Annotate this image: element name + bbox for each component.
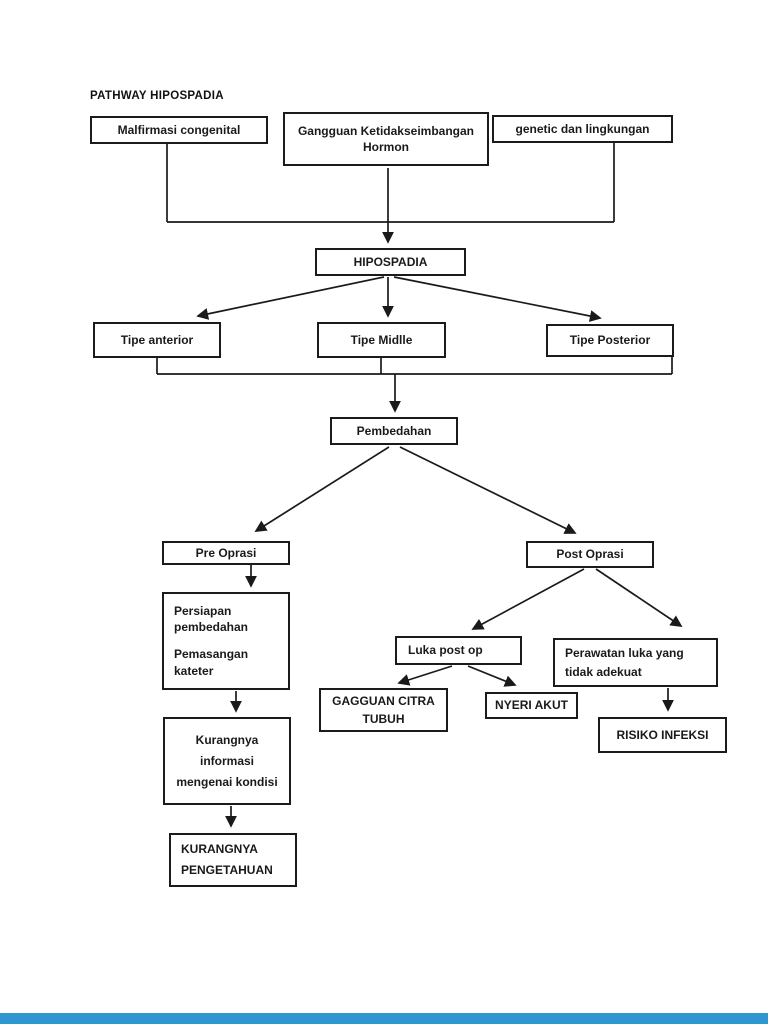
node-gagguan-citra-tubuh: GAGGUAN CITRA TUBUH xyxy=(319,688,448,732)
node-label: Tipe Posterior xyxy=(569,333,651,348)
node-label: Pre Oprasi xyxy=(195,545,257,560)
node-label: genetic dan lingkungan xyxy=(515,121,650,136)
node-malfirmasi-congenital: Malfirmasi congenital xyxy=(90,116,268,144)
node-nyeri-akut: NYERI AKUT xyxy=(485,692,578,719)
arrow-hipospadia-to-anterior xyxy=(196,276,385,320)
node-luka-post-op: Luka post op xyxy=(395,636,522,665)
node-label: Pembedahan xyxy=(356,423,432,438)
footer-bar xyxy=(0,1013,768,1024)
node-label: Tipe Midlle xyxy=(350,332,413,347)
node-label: Kurangnya informasi mengenai kondisi xyxy=(176,732,278,789)
node-tipe-midlle: Tipe Midlle xyxy=(317,322,446,358)
node-tipe-anterior: Tipe anterior xyxy=(93,322,221,358)
node-label: Post Oprasi xyxy=(556,547,624,562)
node-hipospadia: HIPOSPADIA xyxy=(315,248,466,276)
page-title: PATHWAY HIPOSPADIA xyxy=(90,90,224,102)
node-pembedahan: Pembedahan xyxy=(330,417,458,445)
node-label: GAGGUAN CITRA TUBUH xyxy=(332,694,435,726)
arrow-post-to-perawatan xyxy=(595,568,683,627)
node-pre-oprasi: Pre Oprasi xyxy=(162,541,290,565)
node-label: Perawatan luka yang tidak adekuat xyxy=(565,645,684,679)
node-genetic-lingkungan: genetic dan lingkungan xyxy=(492,115,673,143)
arrow-luka-to-nyeri xyxy=(467,665,517,687)
node-gangguan-hormon: Gangguan Ketidakseimbangan Hormon xyxy=(283,112,489,166)
node-label: KURANGNYA PENGETAHUAN xyxy=(181,842,273,877)
node-label: HIPOSPADIA xyxy=(353,254,428,269)
node-label: Gangguan Ketidakseimbangan Hormon xyxy=(297,123,475,154)
node-post-oprasi: Post Oprasi xyxy=(526,541,654,568)
arrow-post-to-luka xyxy=(471,568,585,630)
node-label: Tipe anterior xyxy=(120,332,194,347)
node-label: NYERI AKUT xyxy=(495,698,568,713)
arrow-pembedahan-to-post xyxy=(399,446,577,534)
node-tipe-posterior: Tipe Posterior xyxy=(546,324,674,357)
node-label-line2: Pemasangan kateter xyxy=(174,647,249,678)
node-kurangnya-pengetahuan: KURANGNYA PENGETAHUAN xyxy=(169,833,297,887)
node-kurangnya-informasi: Kurangnya informasi mengenai kondisi xyxy=(163,717,291,805)
arrow-hipospadia-to-posterior xyxy=(393,276,602,322)
arrow-pembedahan-to-pre xyxy=(254,446,390,532)
node-risiko-infeksi: RISIKO INFEKSI xyxy=(598,717,727,753)
node-persiapan-pembedahan: Persiapan pembedahan Pemasangan kateter xyxy=(162,592,290,690)
node-label: Malfirmasi congenital xyxy=(117,122,241,137)
node-label: RISIKO INFEKSI xyxy=(616,727,709,742)
arrow-luka-to-gagguan xyxy=(397,665,453,686)
node-perawatan-luka: Perawatan luka yang tidak adekuat xyxy=(553,638,718,687)
node-label: Luka post op xyxy=(408,643,483,658)
node-label-line1: Persiapan pembedahan xyxy=(174,604,249,635)
